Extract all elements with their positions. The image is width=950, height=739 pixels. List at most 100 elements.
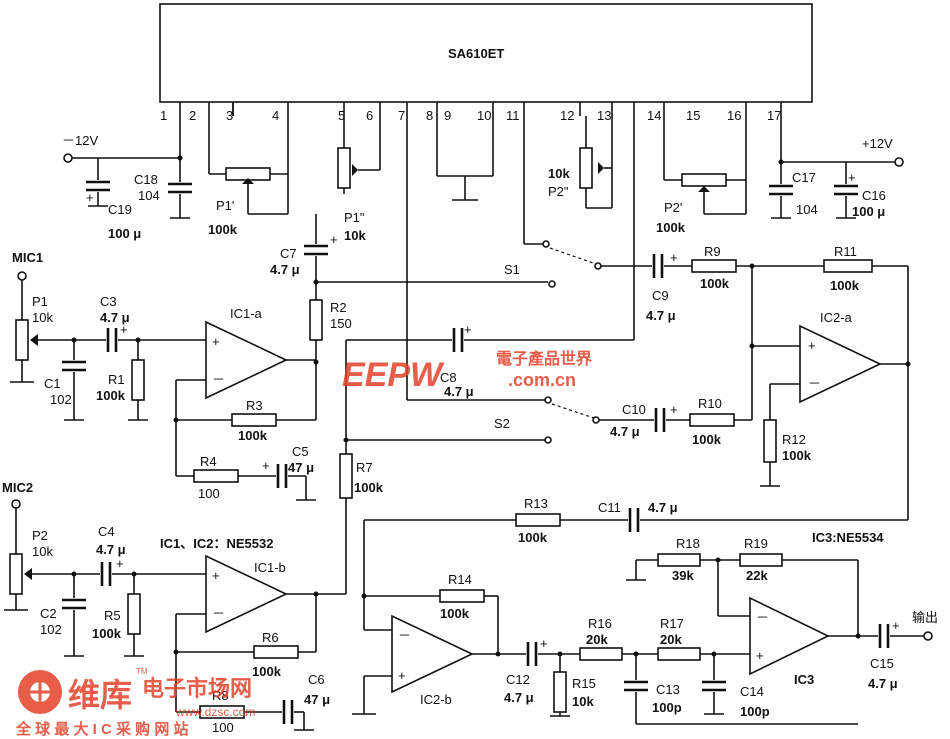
c15-value: 4.7 μ [868,676,898,691]
r18-label: R18 [676,536,700,551]
r15-value: 10k [572,694,594,709]
eepw-chinese-text: 電子產品世界 [496,349,592,368]
pins-8-10-ground [437,175,493,201]
p1-prime-label: P1' [216,198,234,213]
svg-text:+: + [808,338,816,353]
r7: R7 100k [339,453,384,594]
pos-supply-label: +12V [862,136,893,151]
r17-label: R17 [660,616,684,631]
c6-value: 47 μ [304,692,330,707]
ic1-a-label: IC1-a [230,306,263,321]
svg-text:12: 12 [560,108,574,123]
ic3-label: IC3 [794,672,814,687]
c2-label: C2 [40,606,57,621]
c5-label: C5 [292,444,309,459]
r16-value: 20k [586,632,608,647]
svg-text:+: + [330,232,338,247]
ic1-b-opamp: IC1、IC2：NE5532 + － IC1-b R6 100k R8 100 … [160,536,346,735]
svg-text:－: － [212,372,225,387]
r12-label: R12 [782,432,806,447]
c12-label: C12 [506,672,530,687]
svg-text:11: 11 [506,108,520,123]
svg-text:+: + [212,334,220,349]
s2-label: S2 [494,416,510,431]
r11-value: 100k [830,278,860,293]
c18-label: C18 [134,172,158,187]
r11-label: R11 [834,244,857,259]
c17-label: C17 [792,170,816,185]
svg-text:+: + [848,170,856,185]
ic2-b-label: IC2-b [420,692,452,707]
sa610et-chip: SA610ET 1 2 3 4 5 6 7 8 [159,3,813,400]
p2-label: P2 [32,528,48,543]
pin-numbers: 1 2 3 4 5 6 7 8 9 10 11 12 13 14 15 16 1… [160,108,781,123]
r17-value: 20k [660,632,682,647]
svg-text:+: + [464,322,472,337]
p1-value: 10k [32,310,53,325]
svg-text:+: + [892,618,900,633]
svg-text:+: + [398,668,406,683]
c14-label: C14 [740,684,764,699]
r7-value: 100k [354,480,384,495]
r6-value: 100k [252,664,282,679]
c4-value: 4.7 μ [96,542,126,557]
r3-value: 100k [238,428,268,443]
svg-text:+: + [262,458,270,473]
svg-text:+: + [670,402,678,417]
r13-label: R13 [524,496,548,511]
r14-value: 100k [440,606,470,621]
r13-c11: R13 100k C11 4.7 μ [363,496,908,630]
c12-value: 4.7 μ [504,690,534,705]
ic-type-note: IC1、IC2：NE5532 [160,536,273,551]
p1-double-prime-value: 10k [344,228,366,243]
svg-text:15: 15 [686,108,700,123]
svg-text:17: 17 [767,108,781,123]
r9-value: 100k [700,276,730,291]
p2-double-prime-value: 10k [548,166,570,181]
svg-text:+: + [116,556,124,571]
c1-value: 102 [50,392,72,407]
c7-label: C7 [280,246,297,261]
c15-label: C15 [870,656,894,671]
positive-supply: +12V C17 104 + C16 100 μ [769,136,904,219]
c5-value: 47 μ [288,460,314,475]
r4-label: R4 [200,454,217,469]
svg-text:3: 3 [226,108,233,123]
p2-prime-pot: P2' 100k [633,116,747,340]
c8-label: C8 [440,370,457,385]
r4-value: 100 [198,486,220,501]
r19-value: 22k [746,568,768,583]
c13-value: 100p [652,700,682,715]
c9-label: C9 [652,288,669,303]
ic2-a-opamp: + － IC2-a R12 100k [749,266,911,487]
r14-label: R14 [448,572,472,587]
r12-value: 100k [782,448,812,463]
r18-value: 39k [672,568,694,583]
p1-prime-pot: P1' 100k [208,102,289,237]
svg-text:14: 14 [647,108,661,123]
svg-text:－: － [808,376,821,391]
negative-supply: －12V + C19 100 μ C18 104 [62,133,192,241]
c10-label: C10 [622,402,646,417]
p1-double-prime-pot: P1" 10k [337,147,380,243]
svg-text:4: 4 [272,108,279,123]
weiku-slogan-text: 全 球 最 大 I C 采 购 网 站 [15,720,189,738]
r6-label: R6 [262,630,279,645]
svg-text:13: 13 [597,108,611,123]
weiku-brand-text: 维库 [68,677,132,713]
mic1-label: MIC1 [12,250,43,265]
c19-value: 100 μ [108,226,141,241]
output-stage: + 输出 C15 4.7 μ [868,610,938,691]
c11-label: C11 [598,500,621,515]
c3-label: C3 [100,294,117,309]
r8-value: 100 [212,720,234,735]
c13-label: C13 [656,682,680,697]
ic1-a-opamp: + － IC1-a R3 100k R4 100 + C5 47 μ [173,306,317,501]
mic1-input: MIC1 P1 10k C1 102 + C3 4.7 μ R1 100k [10,250,206,421]
neg-supply-label: －12V [62,133,98,148]
c9-r9-r11: + C9 4.7 μ R9 100k R11 100k [646,244,909,520]
r15-label: R15 [572,676,596,691]
c7-r2-path: + C7 4.7 μ R2 150 [270,214,548,365]
c19-label: C19 [108,202,132,217]
